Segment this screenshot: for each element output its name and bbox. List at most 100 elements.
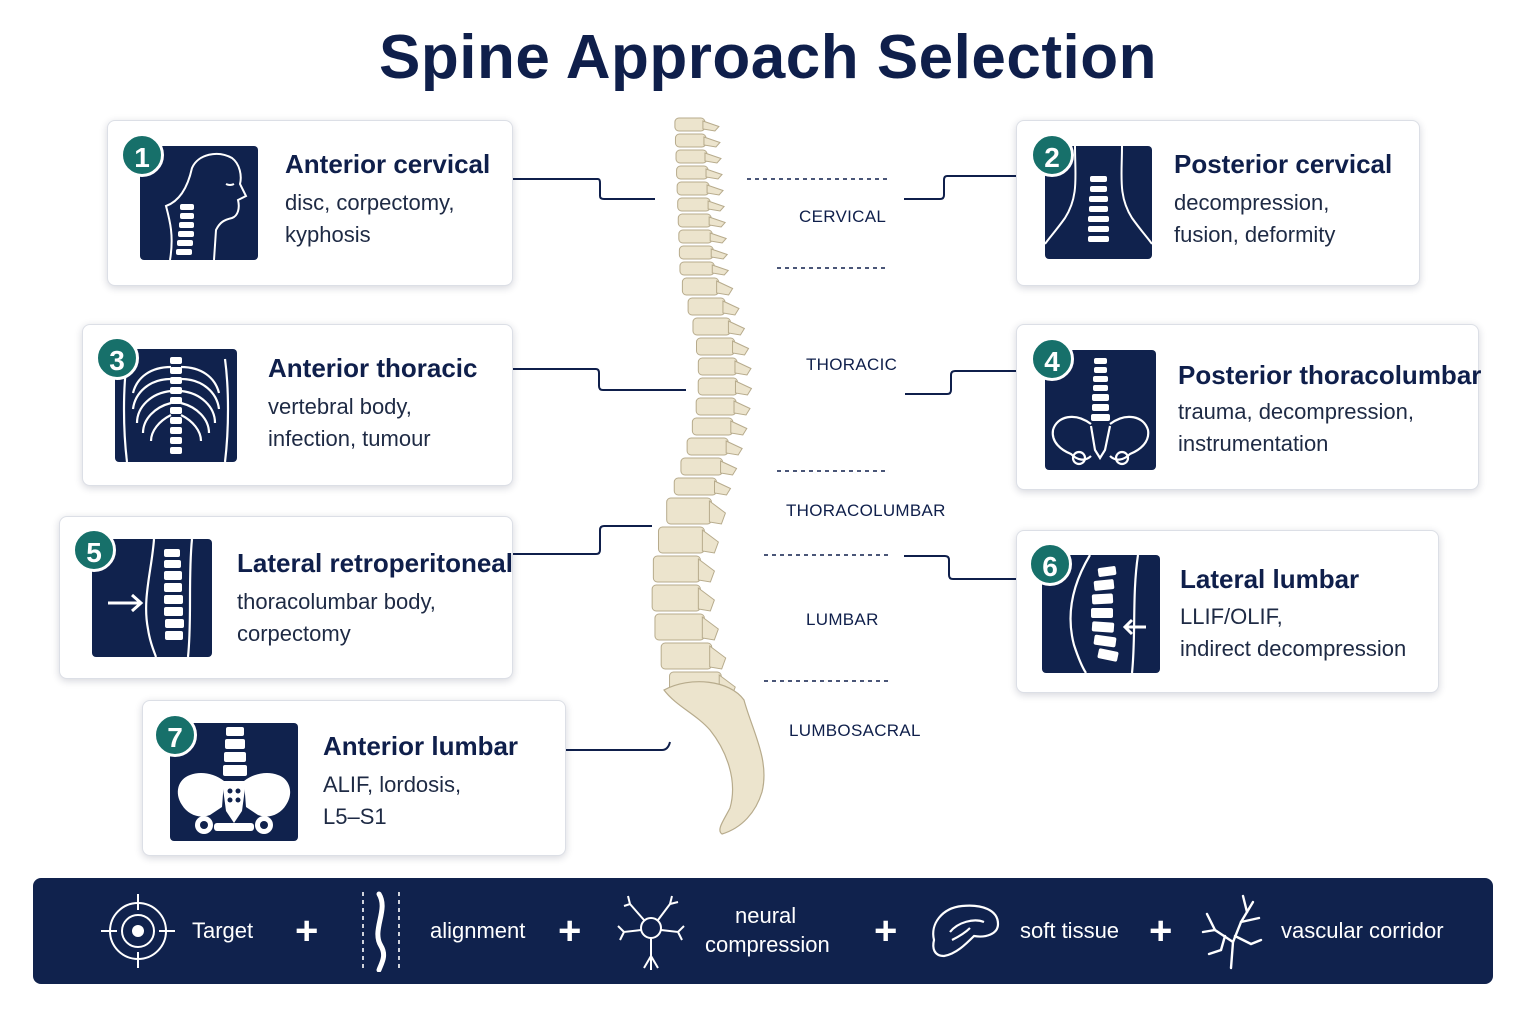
- card-title: Lateral lumbar: [1180, 564, 1360, 594]
- spinous-process: [733, 400, 751, 416]
- spinous-process: [711, 264, 730, 276]
- spinous-process: [703, 136, 721, 148]
- card-number-badge: 4: [1030, 337, 1074, 381]
- connector-4: [905, 370, 1016, 395]
- selection-factors-bar: Target + alignment + neural compression …: [33, 878, 1493, 984]
- spinous-process: [704, 152, 722, 164]
- card-title: Anterior thoracic: [268, 353, 478, 383]
- vertebra: [680, 457, 724, 476]
- vertebra: [679, 261, 715, 276]
- vertebra: [678, 245, 714, 260]
- region-label-thoracic: THORACIC: [806, 355, 898, 374]
- vertebra: [674, 117, 706, 132]
- card-number-badge: 2: [1030, 133, 1074, 177]
- card-title: Anterior cervical: [285, 149, 491, 179]
- spinous-process: [702, 120, 720, 132]
- card-description-line: thoracolumbar body,: [237, 589, 436, 614]
- spinous-process: [732, 340, 750, 356]
- spinous-process: [730, 420, 748, 436]
- spine-illustration: [651, 117, 765, 835]
- factor-label-soft-tissue: soft tissue: [1020, 918, 1120, 943]
- spinous-process: [727, 320, 746, 336]
- vertebra: [651, 584, 701, 612]
- spinous-process: [720, 460, 738, 476]
- vertebra: [673, 477, 717, 496]
- card-title: Posterior thoracolumbar: [1178, 360, 1482, 390]
- neuron-icon: [616, 890, 686, 972]
- approach-card-lateral-lumbar[interactable]: 6 Lateral lumbar LLIF/OLIF, indirect dec…: [1016, 530, 1439, 693]
- spinous-process: [706, 184, 724, 196]
- spinous-process: [708, 500, 727, 525]
- spinous-process: [716, 280, 734, 296]
- card-description-line: infection, tumour: [268, 426, 431, 451]
- spinous-process: [734, 360, 752, 376]
- spinous-process: [707, 200, 725, 212]
- connector-2: [904, 175, 1016, 200]
- factor-label-compression: compression: [705, 932, 830, 957]
- target-icon: [99, 892, 177, 970]
- spinous-process: [710, 248, 729, 260]
- soft-tissue-icon: [926, 896, 1004, 966]
- vessel-icon: [1201, 892, 1263, 970]
- card-description-line: fusion, deformity: [1174, 222, 1336, 247]
- vertebra: [657, 526, 705, 554]
- card-description-line: vertebral body,: [268, 394, 412, 419]
- card-number-badge: 7: [153, 713, 197, 757]
- spinous-process: [722, 300, 740, 316]
- region-label-lumbar: LUMBAR: [806, 610, 879, 629]
- card-description-line: LLIF/OLIF,: [1180, 604, 1283, 629]
- approach-card-anterior-cervical[interactable]: 1 Anterior cervical disc, corpectomy, ky…: [107, 120, 513, 286]
- card-description-line: disc, corpectomy,: [285, 190, 455, 215]
- card-description-line: instrumentation: [1178, 431, 1329, 456]
- plus-separator: +: [295, 909, 319, 953]
- card-description-line: trauma, decompression,: [1178, 399, 1414, 424]
- region-label-lumbosacral: LUMBOSACRAL: [789, 721, 921, 740]
- factor-label-alignment: alignment: [430, 918, 526, 943]
- spinous-process: [708, 216, 727, 228]
- vertebra: [666, 497, 712, 525]
- approach-card-posterior-cervical[interactable]: 2 Posterior cervical decompression, fusi…: [1016, 120, 1420, 286]
- vertebra: [678, 229, 713, 244]
- spinous-process: [697, 587, 715, 612]
- vertebra: [697, 377, 738, 396]
- vertebra: [692, 317, 731, 336]
- card-title: Lateral retroperitoneal: [237, 548, 513, 578]
- vertebra: [695, 397, 737, 416]
- alignment-icon: [355, 890, 407, 973]
- card-description-line: decompression,: [1174, 190, 1330, 215]
- spinous-process: [705, 168, 723, 180]
- region-label-thoracolumbar: THORACOLUMBAR: [786, 501, 946, 520]
- card-title: Anterior lumbar: [323, 731, 519, 761]
- vertebra: [696, 337, 736, 356]
- vertebra: [677, 213, 712, 228]
- card-description-line: corpectomy: [237, 621, 351, 646]
- factor-label-neural: neural: [735, 903, 797, 928]
- sacrum: [663, 681, 765, 835]
- vertebra: [674, 133, 707, 148]
- vertebra: [687, 297, 726, 316]
- card-description-line: L5–S1: [323, 804, 387, 829]
- spinous-process: [709, 232, 728, 244]
- vertebra: [697, 357, 738, 376]
- vertebra: [677, 197, 711, 212]
- approach-card-posterior-thoracolumbar[interactable]: 4 Posterior thoracolumbar trauma, decomp…: [1016, 324, 1482, 490]
- card-number-badge: 3: [95, 336, 139, 380]
- approach-card-anterior-lumbar[interactable]: 7 Anterior lumbar ALIF, lordosis, L5–S1: [142, 700, 566, 856]
- spinous-process: [713, 480, 732, 496]
- vertebra: [676, 181, 710, 196]
- connector-6: [904, 555, 1016, 580]
- spinous-process: [725, 440, 743, 456]
- card-description-line: kyphosis: [285, 222, 371, 247]
- spinous-process: [709, 645, 727, 670]
- vertebra: [675, 149, 708, 164]
- plus-separator: +: [558, 909, 582, 953]
- approach-card-anterior-thoracic[interactable]: 3 Anterior thoracic vertebral body, infe…: [82, 324, 513, 486]
- factor-label-target: Target: [192, 918, 254, 943]
- approach-card-lateral-retroperitoneal[interactable]: 5 Lateral retroperitoneal thoracolumbar …: [59, 516, 513, 679]
- vertebra: [681, 277, 720, 296]
- card-number-badge: 6: [1028, 542, 1072, 586]
- factor-label-vascular-corridor: vascular corridor: [1281, 918, 1444, 943]
- vertebra: [676, 165, 709, 180]
- plus-separator: +: [874, 909, 898, 953]
- card-title: Posterior cervical: [1174, 149, 1393, 179]
